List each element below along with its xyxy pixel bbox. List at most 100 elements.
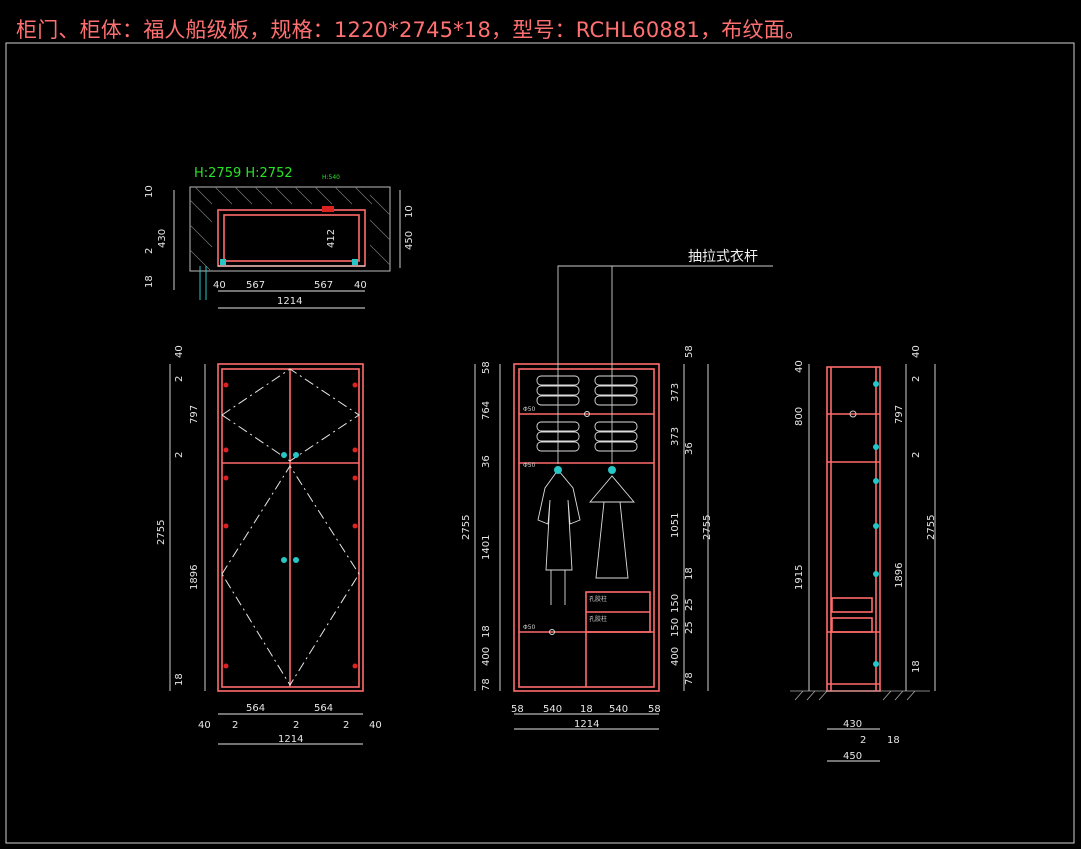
dimension-label: 373 bbox=[670, 383, 681, 402]
dimension-label: 18 bbox=[911, 660, 922, 673]
dimension-label: 1915 bbox=[794, 565, 805, 590]
cabinet-plan-inner bbox=[223, 214, 360, 262]
dimension-label: 18 bbox=[580, 704, 593, 715]
dimension-label: 10 bbox=[404, 205, 415, 218]
dimension-label: 2 bbox=[174, 452, 185, 458]
dimension-label: 450 bbox=[843, 751, 862, 762]
dimension-label: 764 bbox=[481, 401, 492, 420]
dimension-label: 567 bbox=[246, 280, 265, 291]
plan-door-hinge-right bbox=[352, 259, 358, 265]
dimension-label: 2 bbox=[174, 376, 185, 382]
dimension-label: 78 bbox=[684, 672, 695, 685]
dimension-label: 40 bbox=[213, 280, 226, 291]
top-plan-view: H:2759 H:2752 H:540 bbox=[144, 166, 415, 309]
dimension-label: 1051 bbox=[670, 513, 681, 538]
wall-outline bbox=[189, 186, 391, 272]
dimension-label: 58 bbox=[481, 361, 492, 374]
dimension-label: 2 bbox=[911, 452, 922, 458]
dimension-label: 1896 bbox=[189, 565, 200, 590]
plan-door-hinge-left bbox=[220, 259, 226, 265]
dimension-label: 150 bbox=[670, 594, 681, 613]
upper-door-swing bbox=[221, 368, 360, 462]
side-outer-frame bbox=[826, 366, 881, 692]
dimension-label: 18 bbox=[887, 735, 900, 746]
interior-elevation-view: 孔胶柱 孔胶柱 Φ50 Φ50 Φ50 bbox=[461, 249, 773, 730]
floor-hatching bbox=[790, 690, 930, 701]
dimension-label: 797 bbox=[894, 405, 905, 424]
dimension-label: 40 bbox=[174, 345, 185, 358]
dimension-label: 1896 bbox=[894, 563, 905, 588]
dimension-label: 58 bbox=[648, 704, 661, 715]
dimension-label: 40 bbox=[911, 345, 922, 358]
dimension-label: 40 bbox=[369, 720, 382, 731]
drawing-title: 柜门、柜体：福人船级板，规格：1220*2745*18，型号：RCHL60881… bbox=[16, 18, 807, 42]
cabinet-plan-outline bbox=[217, 209, 366, 267]
dimension-label: 430 bbox=[157, 229, 168, 248]
dimension-label: 孔胶柱 bbox=[589, 615, 607, 623]
dimension-label: Φ50 bbox=[523, 624, 536, 631]
dimension-label: 540 bbox=[609, 704, 628, 715]
door-elevation-view: 40 2 797 2 2755 1896 18 564 564 40 2 2 2… bbox=[156, 345, 382, 745]
dimension-label: Φ50 bbox=[523, 462, 536, 469]
drawing-border bbox=[5, 42, 1075, 844]
dimension-label: 36 bbox=[684, 442, 695, 455]
dimension-label: 40 bbox=[198, 720, 211, 731]
small-height-tag: H:540 bbox=[322, 174, 340, 181]
door-handles bbox=[281, 452, 299, 563]
dimension-label: 40 bbox=[354, 280, 367, 291]
dimension-label: 540 bbox=[543, 704, 562, 715]
dimension-label: 78 bbox=[481, 678, 492, 691]
dimension-label: 412 bbox=[326, 229, 337, 248]
dimension-label: 1401 bbox=[481, 535, 492, 560]
dimension-label: 373 bbox=[670, 427, 681, 446]
dimension-label: 孔胶柱 bbox=[589, 595, 607, 603]
dimension-label: 2 bbox=[232, 720, 238, 731]
interior-outer-frame bbox=[513, 363, 660, 692]
dimension-label: 2755 bbox=[156, 520, 167, 545]
dimension-label: 2 bbox=[293, 720, 299, 731]
door-outer-frame bbox=[217, 363, 364, 692]
dimension-label: 564 bbox=[314, 703, 333, 714]
dimension-label: 2755 bbox=[461, 515, 472, 540]
dimension-label: 430 bbox=[843, 719, 862, 730]
dimension-label: 800 bbox=[794, 407, 805, 426]
dimension-label: 2 bbox=[911, 376, 922, 382]
height-tags: H:2759 H:2752 bbox=[194, 166, 293, 181]
dimension-label: 18 bbox=[144, 275, 155, 288]
side-elevation-view: 40 800 1915 40 2 797 2 2755 1896 18 430 … bbox=[790, 345, 937, 762]
dimension-label: 150 bbox=[670, 618, 681, 637]
dimension-label: 2755 bbox=[702, 515, 713, 540]
dimension-label: 1214 bbox=[574, 719, 599, 730]
dimension-label: 18 bbox=[684, 567, 695, 580]
dimension-label: 58 bbox=[511, 704, 524, 715]
plan-marker bbox=[322, 206, 334, 212]
dimension-label: 564 bbox=[246, 703, 265, 714]
pull-out-rod-callout: 抽拉式衣杆 bbox=[688, 249, 758, 265]
dimension-label: 2 bbox=[860, 735, 866, 746]
dimension-label: 450 bbox=[404, 231, 415, 250]
dimension-label: 400 bbox=[670, 647, 681, 666]
dimension-label: Φ50 bbox=[523, 406, 536, 413]
dimension-label: 797 bbox=[189, 405, 200, 424]
dimension-label: 25 bbox=[684, 598, 695, 611]
dimension-label: 40 bbox=[794, 360, 805, 373]
dimension-label: 2 bbox=[343, 720, 349, 731]
dimension-label: 58 bbox=[684, 345, 695, 358]
dimension-label: 1214 bbox=[278, 734, 303, 745]
dimension-label: 2 bbox=[144, 248, 155, 254]
dimension-label: 18 bbox=[481, 625, 492, 638]
side-hinges bbox=[873, 381, 879, 667]
door-hinges bbox=[223, 382, 358, 669]
dimension-label: 25 bbox=[684, 621, 695, 634]
dimension-label: 567 bbox=[314, 280, 333, 291]
dimension-label: 400 bbox=[481, 647, 492, 666]
wall-hatching bbox=[189, 186, 391, 271]
dimension-label: 36 bbox=[481, 455, 492, 468]
dimension-label: 18 bbox=[174, 673, 185, 686]
dimension-label: 1214 bbox=[277, 296, 302, 307]
dimension-label: 2755 bbox=[926, 515, 937, 540]
hanging-clothes-icon bbox=[537, 469, 635, 605]
lower-door-swing bbox=[221, 465, 360, 686]
